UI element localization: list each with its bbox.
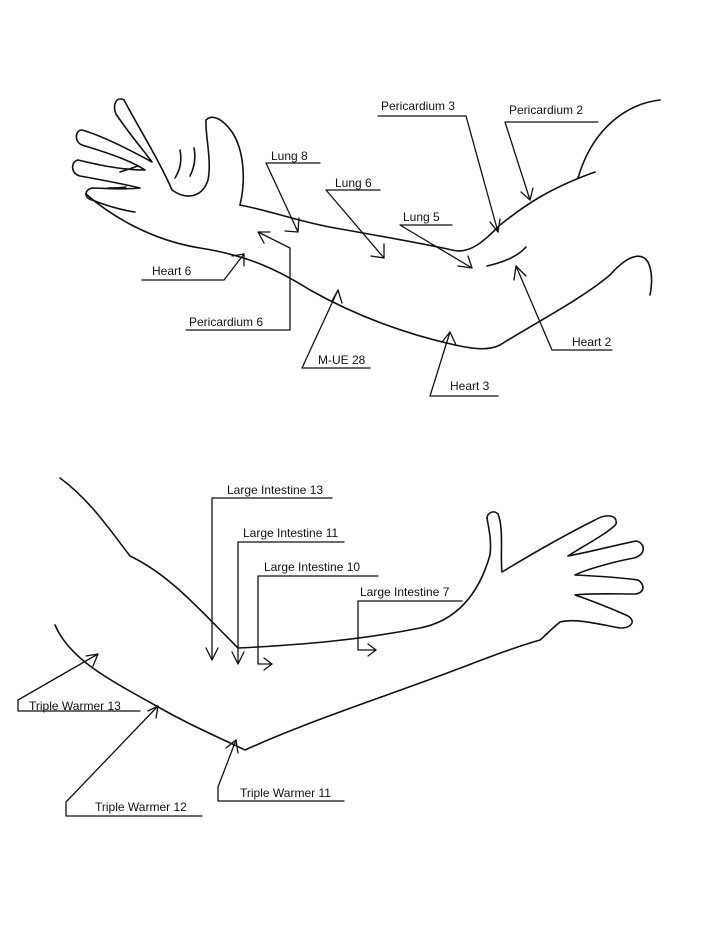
elbow-crease (487, 247, 526, 266)
label-triple-warmer-13: Triple Warmer 13 (29, 699, 121, 713)
arrowhead-heart-2 (514, 266, 526, 280)
hand-outline (73, 99, 244, 212)
label-large-intestine-13: Large Intestine 13 (227, 483, 323, 497)
label-large-intestine-7: Large Intestine 7 (360, 585, 449, 599)
hand-palm-crease-1 (175, 150, 181, 178)
pointer-lung-8 (266, 163, 320, 232)
pointer-lung-5 (400, 225, 472, 268)
pointer-large-intestine-13 (212, 498, 332, 660)
label-pericardium-3: Pericardium 3 (381, 99, 455, 113)
inner-arm-pointers (142, 116, 612, 396)
label-heart-6: Heart 6 (152, 264, 191, 278)
hand-palm-crease-4 (108, 187, 126, 188)
inner-arm-drawing (73, 99, 660, 349)
hand-palm-crease-2 (190, 148, 195, 176)
label-lung-5: Lung 5 (403, 210, 440, 224)
label-large-intestine-10: Large Intestine 10 (264, 560, 360, 574)
label-lung-6: Lung 6 (335, 176, 372, 190)
label-triple-warmer-12: Triple Warmer 12 (95, 800, 187, 814)
outer-arm-pointers (18, 498, 462, 816)
label-pericardium-6: Pericardium 6 (189, 315, 263, 329)
outer-arm-drawing (55, 478, 643, 750)
shoulder-outline (578, 100, 660, 178)
pointer-large-intestine-7 (358, 601, 462, 650)
label-pericardium-2: Pericardium 2 (509, 103, 583, 117)
label-large-intestine-11: Large Intestine 11 (243, 526, 338, 540)
label-heart-2: Heart 2 (572, 335, 611, 349)
label-lung-8: Lung 8 (271, 149, 308, 163)
pointer-lung-6 (326, 190, 384, 258)
label-triple-warmer-11: Triple Warmer 11 (240, 786, 331, 800)
label-heart-3: Heart 3 (450, 379, 489, 393)
label-m-ue-28: M-UE 28 (318, 353, 365, 367)
outer-hand-outline (487, 512, 643, 640)
